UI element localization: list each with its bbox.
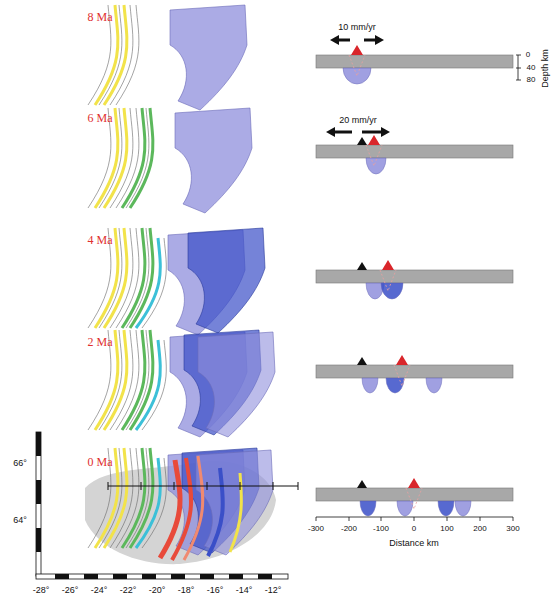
distance-tick: -100 <box>373 525 389 533</box>
longitude-label: -16° <box>207 586 224 595</box>
distance-tick: 300 <box>506 525 519 533</box>
longitude-label: -24° <box>91 586 108 595</box>
latitude-label: 66° <box>13 459 27 468</box>
age-label: 6 Ma <box>88 112 113 124</box>
axis-title: Distance km <box>389 539 439 548</box>
depth-tick: 40 <box>527 64 536 72</box>
longitude-label: -28° <box>33 586 50 595</box>
distance-tick: 0 <box>412 525 416 533</box>
longitude-label: -26° <box>62 586 79 595</box>
longitude-label: -18° <box>178 586 195 595</box>
rate-label: 20 mm/yr <box>339 116 377 125</box>
age-label: 2 Ma <box>88 336 113 348</box>
latitude-label: 64° <box>13 516 27 525</box>
distance-tick: 100 <box>440 525 453 533</box>
longitude-label: -20° <box>149 586 166 595</box>
longitude-label: -22° <box>120 586 137 595</box>
age-label: 4 Ma <box>88 234 113 246</box>
distance-tick: 200 <box>473 525 486 533</box>
longitude-label: -14° <box>236 586 253 595</box>
depth-tick: 80 <box>527 76 536 84</box>
axis-title: Depth km <box>540 49 549 88</box>
rate-label: 10 mm/yr <box>338 23 376 32</box>
depth-tick: 0 <box>526 51 530 59</box>
age-label: 0 Ma <box>88 456 113 468</box>
longitude-label: -12° <box>265 586 282 595</box>
age-label: 8 Ma <box>88 11 113 23</box>
distance-tick: -200 <box>341 525 357 533</box>
distance-tick: -300 <box>308 525 324 533</box>
